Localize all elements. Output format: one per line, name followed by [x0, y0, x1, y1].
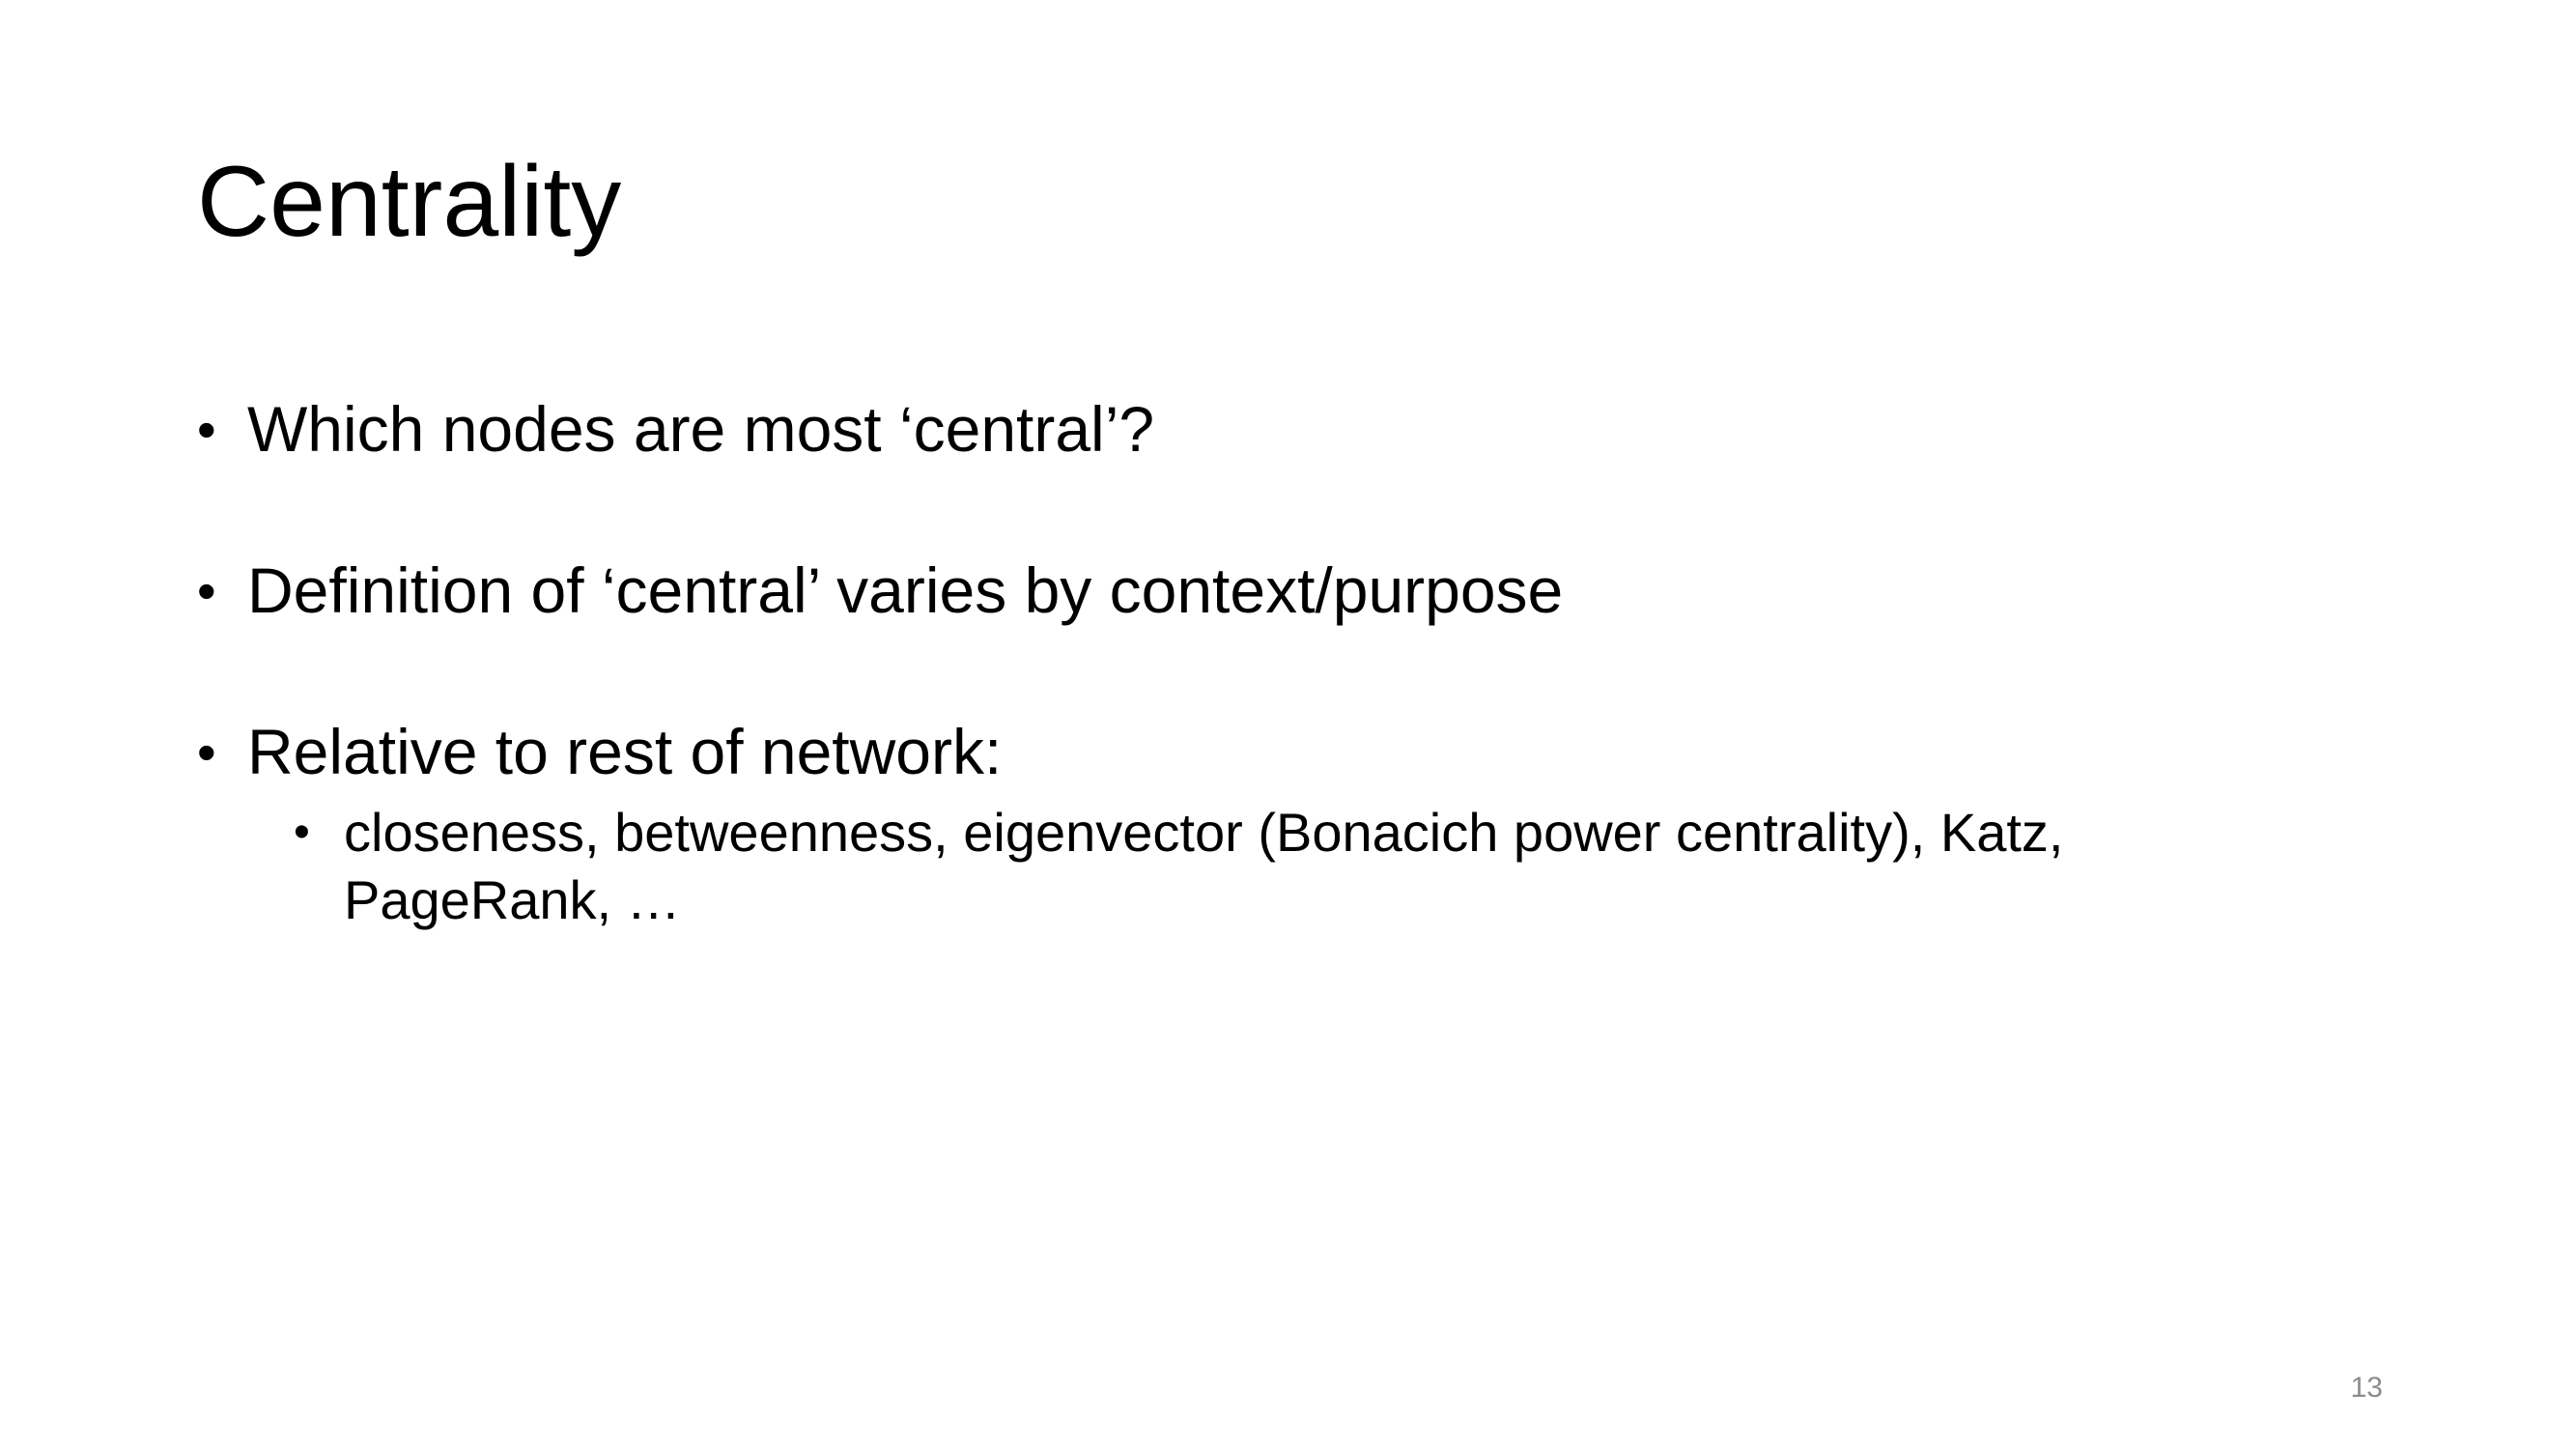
- bullet-text: Definition of ‘central’ varies by contex…: [247, 554, 1564, 627]
- sub-bullet-item: • closeness, betweenness, eigenvector (B…: [294, 799, 2322, 934]
- bullet-list: • Which nodes are most ‘central’? • Defi…: [197, 391, 2419, 934]
- bullet-text: Relative to rest of network:: [247, 716, 1003, 788]
- sub-bullet-text-line-2: PageRank, …: [344, 868, 681, 930]
- slide-title: Centrality: [197, 146, 622, 258]
- bullet-text: Which nodes are most ‘central’?: [247, 393, 1155, 465]
- bullet-marker: •: [197, 722, 216, 783]
- sub-bullet-text-line-1: closeness, betweenness, eigenvector (Bon…: [344, 801, 2064, 863]
- bullet-marker: •: [197, 399, 216, 460]
- sub-bullet-list: • closeness, betweenness, eigenvector (B…: [294, 799, 2322, 934]
- bullet-item: • Which nodes are most ‘central’?: [197, 391, 2419, 468]
- sub-bullet-marker: •: [294, 806, 310, 858]
- bullet-marker: •: [197, 560, 216, 622]
- page-number: 13: [2350, 1372, 2383, 1404]
- bullet-item: • Definition of ‘central’ varies by cont…: [197, 553, 2419, 629]
- bullet-item: • Relative to rest of network: • closene…: [197, 714, 2419, 933]
